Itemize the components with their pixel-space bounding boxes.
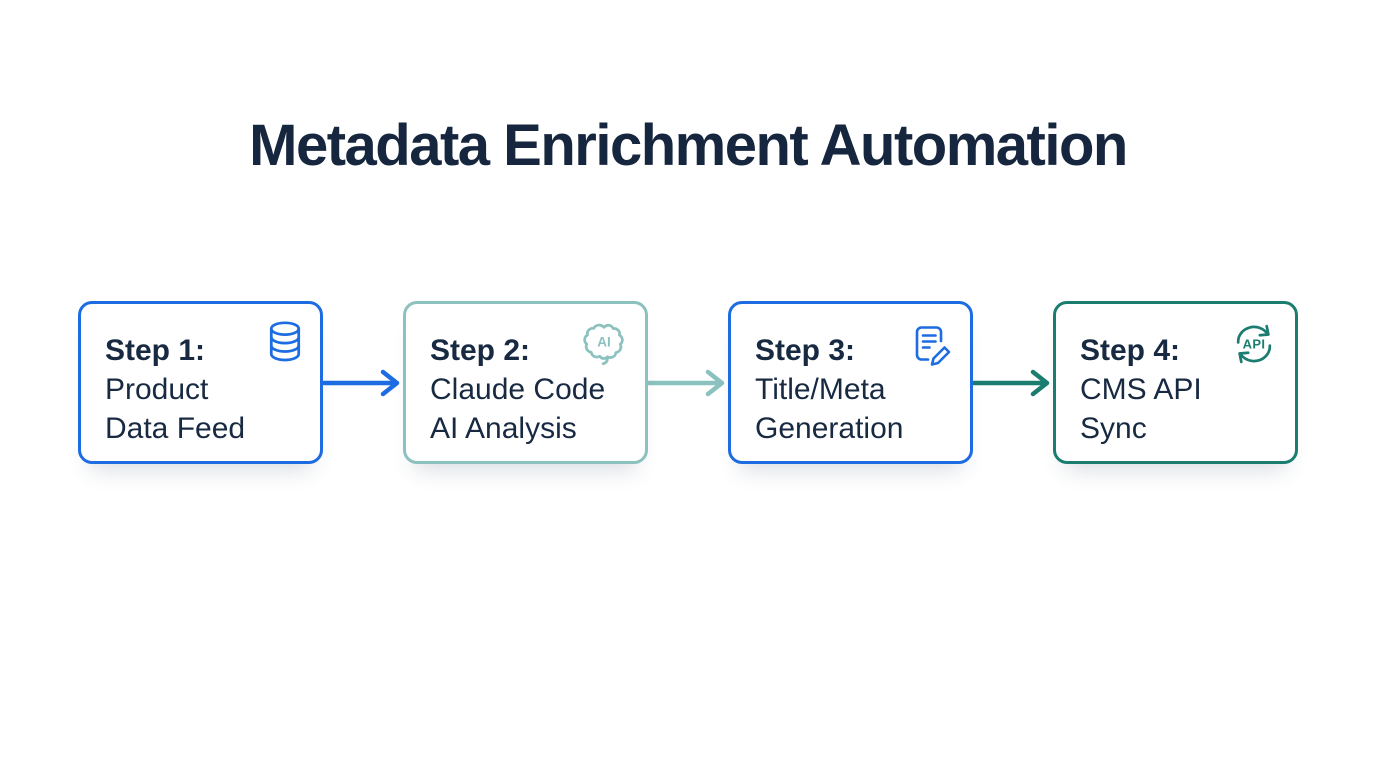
step-line-1: Product [105, 373, 209, 406]
step-line-2: Generation [755, 412, 904, 445]
api-sync-icon: API [1229, 320, 1279, 373]
document-edit-icon [910, 320, 954, 373]
step-label: Step 3: [755, 334, 856, 367]
step-label: Step 2: [430, 334, 531, 367]
database-icon [266, 320, 304, 372]
step-box-3: Step 3: Title/Meta Generation [728, 301, 973, 464]
step-line-1: Claude Code [430, 373, 606, 406]
step-line-2: Sync [1080, 412, 1147, 445]
step-label: Step 4: [1080, 334, 1181, 367]
ai-icon-text: AI [597, 335, 611, 350]
page-title: Metadata Enrichment Automation [249, 113, 1128, 178]
ai-brain-icon: AI [579, 320, 629, 371]
arrow-step2-to-step3 [646, 368, 728, 398]
step-box-4: Step 4: CMS API Sync API [1053, 301, 1298, 464]
step-label: Step 1: [105, 334, 206, 367]
step-line-2: Data Feed [105, 412, 246, 445]
api-icon-text: API [1243, 337, 1266, 352]
step-box-2: Step 2: Claude Code AI Analysis AI [403, 301, 648, 464]
arrow-step1-to-step2 [321, 368, 403, 398]
arrow-step3-to-step4 [971, 368, 1053, 398]
step-line-2: AI Analysis [430, 412, 577, 445]
step-line-1: CMS API [1080, 373, 1202, 406]
step-box-1: Step 1: Product Data Feed [78, 301, 323, 464]
flow-diagram: Step 1: Product Data Feed Step 2: Cl [78, 301, 1298, 464]
step-line-1: Title/Meta [755, 373, 886, 406]
